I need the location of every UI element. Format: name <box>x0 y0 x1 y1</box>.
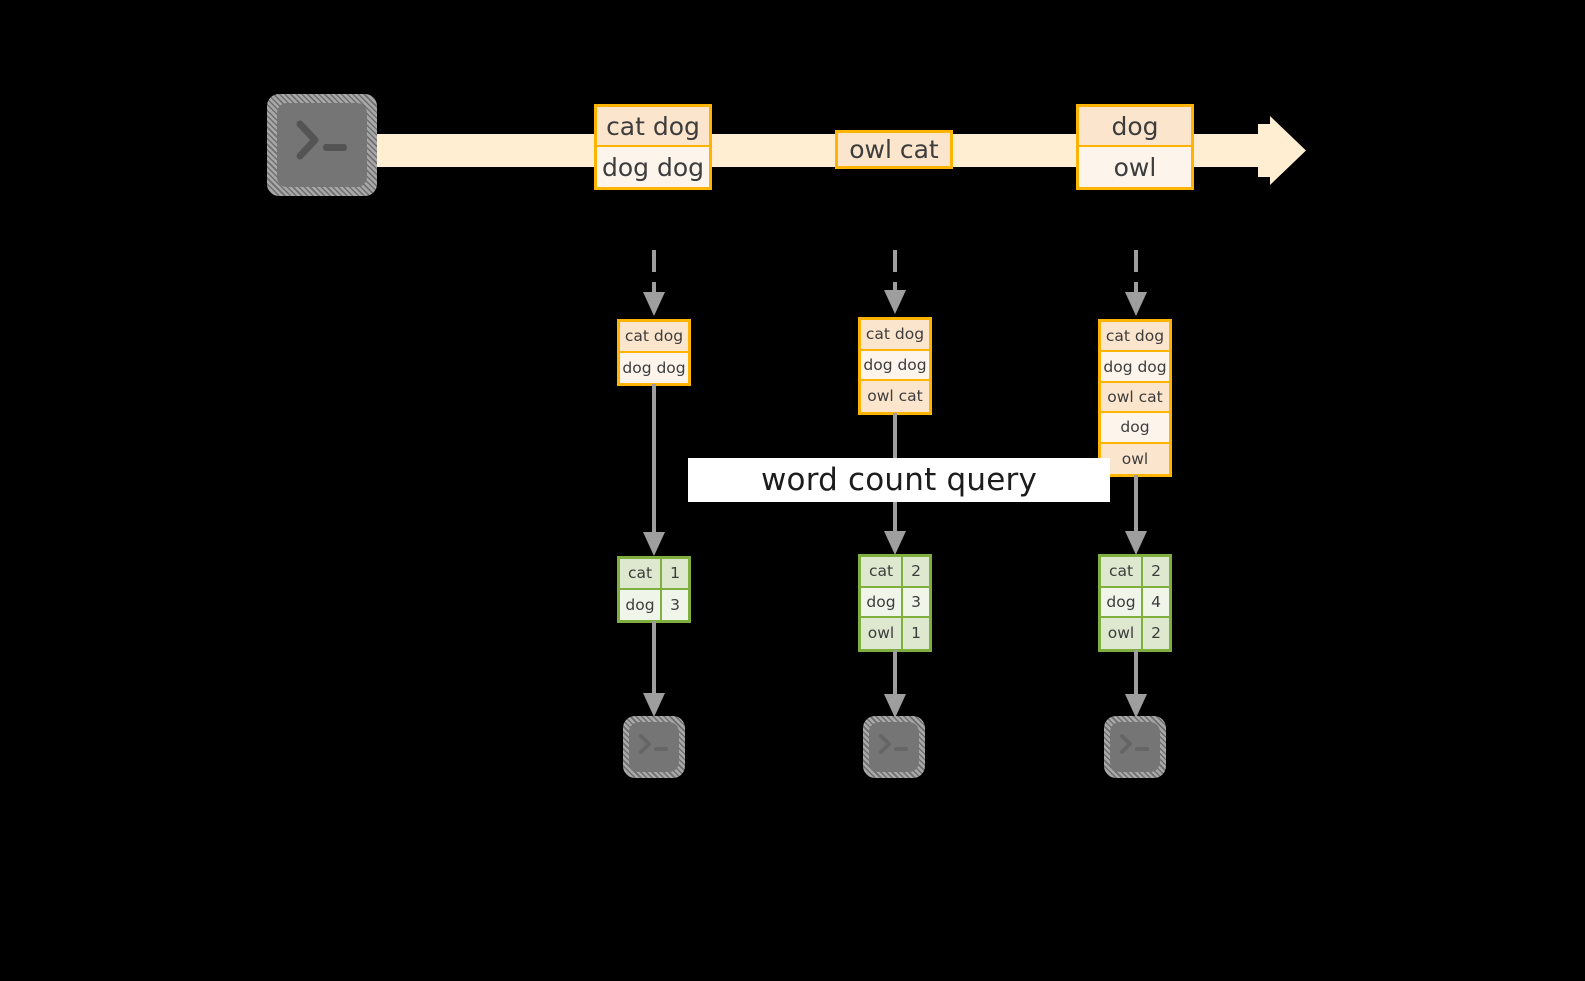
query-label-band: word count query <box>688 458 1110 502</box>
stream-message-line: dog dog <box>597 147 709 187</box>
batch-1-query-connector <box>643 384 665 556</box>
terminal-screen <box>277 103 367 187</box>
batch-input-row: dog dog <box>620 352 688 383</box>
batch-3-sink-terminal-icon[interactable] <box>1104 716 1166 778</box>
batch-input-row: dog dog <box>861 350 929 381</box>
batch-2-result-table[interactable]: cat 2 dog 3 owl 1 <box>858 554 932 652</box>
result-word: cat <box>1101 557 1143 586</box>
result-word: owl <box>1101 618 1143 649</box>
batch-input-row: cat dog <box>1101 322 1169 353</box>
batch-1-input-table[interactable]: cat dog dog dog <box>617 319 691 386</box>
table-row: cat 2 <box>1101 557 1169 588</box>
table-row: cat 1 <box>620 559 688 590</box>
result-count: 2 <box>1151 624 1161 643</box>
stream-message-2[interactable]: owl cat <box>835 130 953 169</box>
batch-input-row: cat dog <box>620 322 688 353</box>
result-word: cat <box>620 559 662 588</box>
terminal-prompt-glyph-icon <box>879 734 908 754</box>
batch-1-result-table[interactable]: cat 1 dog 3 <box>617 556 691 623</box>
result-count: 2 <box>911 562 921 581</box>
result-word: owl <box>861 618 903 649</box>
table-row: owl 1 <box>861 618 929 649</box>
batch-2-input-table[interactable]: cat dog dog dog owl cat <box>858 317 932 415</box>
batch-input-row: cat dog <box>861 320 929 351</box>
batch-2-sink-terminal-icon[interactable] <box>863 716 925 778</box>
terminal-screen <box>869 722 919 772</box>
stream-message-3[interactable]: dog owl <box>1076 104 1194 190</box>
table-row: dog 3 <box>861 587 929 618</box>
stream-message-line: owl cat <box>838 133 950 166</box>
result-count: 3 <box>670 595 680 614</box>
terminal-screen <box>1110 722 1160 772</box>
batch-2-sink-connector <box>884 650 906 718</box>
trigger-arrow-1-icon <box>643 250 665 316</box>
table-row: cat 2 <box>861 557 929 588</box>
batch-3-sink-connector <box>1125 650 1147 718</box>
stream-message-1[interactable]: cat dog dog dog <box>594 104 712 190</box>
result-count: 3 <box>911 592 921 611</box>
result-count: 4 <box>1151 592 1161 611</box>
batch-input-row: owl cat <box>1101 382 1169 414</box>
terminal-prompt-glyph-icon <box>296 120 347 160</box>
batch-input-row: dog <box>1101 413 1169 444</box>
terminal-prompt-glyph-icon <box>1120 734 1149 754</box>
terminal-screen <box>629 722 679 772</box>
batch-input-row: owl cat <box>861 381 929 412</box>
table-row: dog 4 <box>1101 587 1169 618</box>
batch-input-row: owl <box>1101 443 1169 475</box>
stream-arrowhead-icon <box>1258 116 1306 185</box>
table-row: dog 3 <box>620 589 688 620</box>
query-label: word count query <box>760 462 1038 498</box>
table-row: owl 2 <box>1101 618 1169 649</box>
result-word: dog <box>620 589 662 620</box>
result-word: dog <box>861 587 903 616</box>
result-word: cat <box>861 557 903 586</box>
stream-message-line: dog <box>1079 107 1191 147</box>
batch-input-row: dog dog <box>1101 352 1169 383</box>
result-word: dog <box>1101 587 1143 616</box>
result-count: 2 <box>1151 562 1161 581</box>
source-terminal-icon[interactable] <box>267 94 377 196</box>
stream-message-line: cat dog <box>597 107 709 147</box>
stream-message-line: owl <box>1079 147 1191 187</box>
trigger-arrow-2-icon <box>884 250 906 314</box>
trigger-arrow-3-icon <box>1125 250 1147 316</box>
terminal-prompt-glyph-icon <box>639 734 668 754</box>
batch-3-query-connector <box>1125 475 1147 555</box>
batch-1-sink-terminal-icon[interactable] <box>623 716 685 778</box>
batch-3-result-table[interactable]: cat 2 dog 4 owl 2 <box>1098 554 1172 652</box>
batch-3-input-table[interactable]: cat dog dog dog owl cat dog owl <box>1098 319 1172 477</box>
batch-1-sink-connector <box>643 621 665 717</box>
result-count: 1 <box>670 564 680 583</box>
result-count: 1 <box>911 624 921 643</box>
